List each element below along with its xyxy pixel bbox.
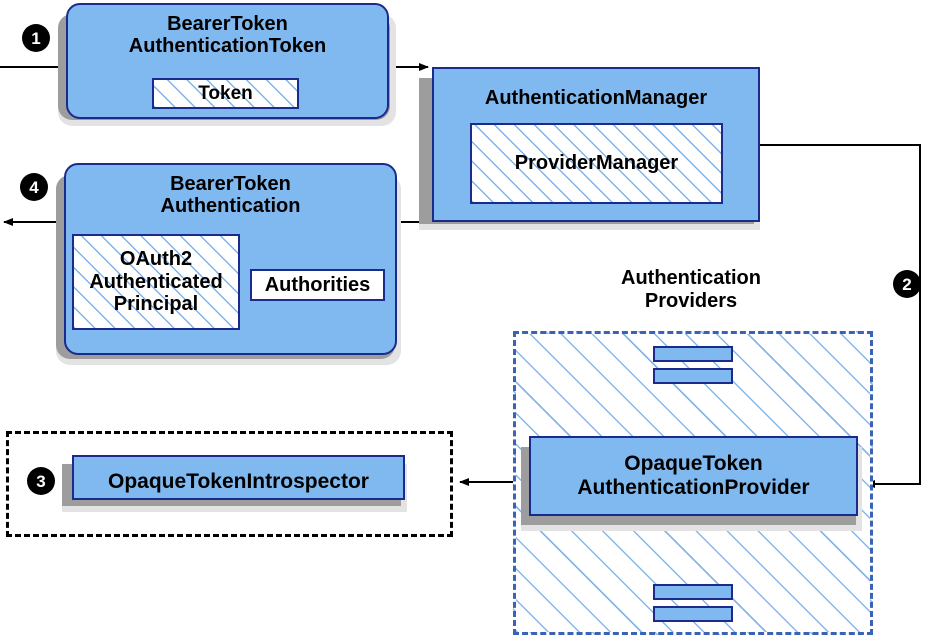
step-marker-4: 4 bbox=[20, 173, 48, 201]
step-marker-4-label: 4 bbox=[29, 177, 39, 197]
opaque-token-introspector-group bbox=[6, 431, 453, 537]
step-marker-1: 1 bbox=[22, 24, 50, 52]
step-marker-1-label: 1 bbox=[31, 28, 41, 48]
node-opaque-token-authentication-provider[interactable]: OpaqueToken AuthenticationProvider bbox=[529, 436, 858, 516]
authentication-providers-caption-line1: Authentication bbox=[621, 267, 761, 289]
token-inner-label: Token bbox=[198, 82, 253, 104]
provider-bar-top-1 bbox=[653, 346, 733, 362]
authentication-providers-caption: Authentication Providers bbox=[586, 267, 796, 313]
step-marker-3-label: 3 bbox=[36, 471, 46, 491]
opaque-token-authentication-provider-title-line1: OpaqueToken bbox=[624, 452, 763, 476]
opaque-token-authentication-provider-title-line2: AuthenticationProvider bbox=[577, 476, 810, 499]
step-marker-3: 3 bbox=[27, 467, 55, 495]
provider-manager-label: ProviderManager bbox=[514, 152, 679, 175]
authentication-providers-caption-line2: Providers bbox=[644, 290, 738, 312]
step-marker-2: 2 bbox=[893, 270, 921, 298]
bearer-token-authentication-token-title-line2: AuthenticationToken bbox=[128, 35, 327, 58]
node-opaque-token-introspector[interactable]: OpaqueTokenIntrospector bbox=[72, 455, 405, 500]
provider-manager-inner-box: ProviderManager bbox=[470, 123, 723, 204]
oauth2-authenticated-principal-box: OAuth2 Authenticated Principal bbox=[72, 234, 240, 330]
provider-bar-top-2 bbox=[653, 368, 733, 384]
provider-bar-bottom-1 bbox=[653, 584, 733, 600]
step-marker-2-label: 2 bbox=[902, 274, 912, 294]
oauth2-authenticated-principal-line3: Principal bbox=[113, 293, 199, 316]
oauth2-authenticated-principal-line1: OAuth2 bbox=[119, 248, 193, 271]
authorities-label: Authorities bbox=[264, 273, 371, 296]
provider-bar-bottom-2 bbox=[653, 606, 733, 622]
bearer-token-authentication-title-line1: BearerToken bbox=[170, 173, 291, 195]
opaque-token-introspector-label: OpaqueTokenIntrospector bbox=[108, 469, 369, 493]
token-inner-box: Token bbox=[152, 78, 299, 109]
bearer-token-authentication-token-title-line1: BearerToken bbox=[167, 13, 288, 35]
bearer-token-authentication-title-line2: Authentication bbox=[160, 195, 301, 218]
authentication-manager-title: AuthenticationManager bbox=[484, 87, 708, 109]
authorities-box: Authorities bbox=[250, 269, 385, 301]
oauth2-authenticated-principal-line2: Authenticated bbox=[89, 270, 223, 293]
